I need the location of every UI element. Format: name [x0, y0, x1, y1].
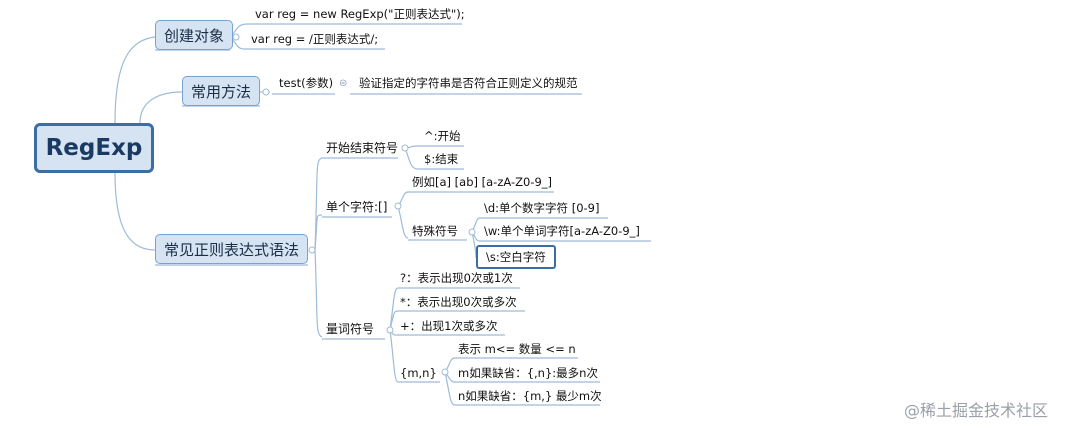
boundary-start[interactable]: ^:开始: [424, 129, 461, 143]
range-definition[interactable]: 表示 m<= 数量 <= n: [458, 342, 576, 356]
quantifier-zero-or-more[interactable]: *：表示出现0次或多次: [400, 295, 517, 309]
watermark: @稀土掘金技术社区: [904, 401, 1049, 420]
branch-create-object[interactable]: 创建对象: [155, 20, 233, 50]
syntax-boundary[interactable]: 开始结束符号: [326, 141, 399, 155]
branch-common-methods[interactable]: 常用方法: [182, 76, 260, 106]
connector-root-methods: [139, 91, 183, 124]
connector-root-create: [114, 36, 156, 124]
quantifier-range[interactable]: {m,n}: [400, 366, 437, 380]
method-test-description[interactable]: 验证指定的字符串是否符合正则定义的规范: [359, 76, 578, 90]
range-missing-m[interactable]: m如果缺省：{,n}:最多n次: [458, 366, 598, 380]
create-item-literal[interactable]: var reg = /正则表达式/;: [251, 32, 379, 46]
syntax-single-char[interactable]: 单个字符:[]: [326, 200, 388, 214]
boundary-end[interactable]: $:结束: [424, 152, 459, 166]
root-node[interactable]: RegExp: [34, 123, 154, 173]
special-digit[interactable]: \d:单个数字字符 [0-9]: [484, 201, 600, 215]
range-missing-n[interactable]: n如果缺省：{m,} 最少m次: [458, 389, 602, 403]
create-item-constructor[interactable]: var reg = new RegExp("正则表达式");: [255, 7, 465, 21]
quantifier-optional[interactable]: ?：表示出现0次或1次: [400, 271, 513, 285]
quantifier-one-or-more[interactable]: +：出现1次或多次: [400, 319, 498, 333]
special-word[interactable]: \w:单个单词字符[a-zA-Z0-9_]: [484, 224, 640, 238]
branch-regex-syntax[interactable]: 常见正则表达式语法: [155, 234, 308, 264]
syntax-quantifier[interactable]: 量词符号: [326, 322, 375, 336]
special-symbols[interactable]: 特殊符号: [412, 224, 458, 238]
special-whitespace[interactable]: \s:空白字符: [476, 245, 556, 269]
connector-root-syntax: [114, 172, 156, 251]
single-char-example[interactable]: 例如[a] [ab] [a-zA-Z0-9_]: [412, 175, 553, 189]
method-test[interactable]: test(参数): [279, 76, 334, 90]
equals-separator-icon: ⊜: [339, 78, 347, 89]
